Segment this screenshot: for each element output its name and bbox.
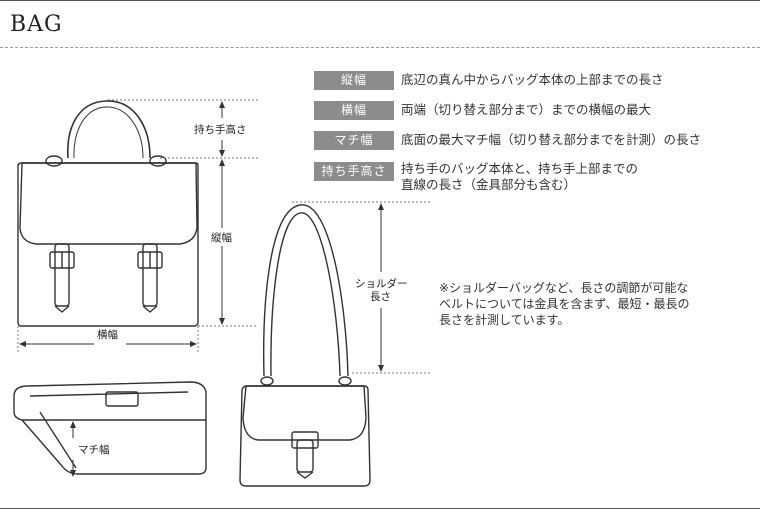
legend-desc: 底面の最大マチ幅（切り替え部分までを計測）の長さ bbox=[401, 132, 702, 147]
legend-tag: 縦幅 bbox=[314, 71, 394, 90]
bag-bottom-drawing bbox=[13, 381, 207, 475]
note-line: ベルトについては金具を含まず、最短・最長の bbox=[439, 297, 690, 311]
vertical-width-label: 縦幅 bbox=[211, 232, 232, 244]
legend-tag: 横幅 bbox=[314, 101, 394, 120]
bottom-border bbox=[0, 508, 760, 509]
handle-height-label: 持ち手高さ bbox=[194, 124, 247, 136]
shoulder-dimension-guides bbox=[292, 201, 432, 374]
shoulder-bag-drawing bbox=[239, 204, 371, 487]
title-divider bbox=[0, 47, 760, 48]
handbag-front-drawing bbox=[17, 100, 199, 327]
legend-tag: マチ幅 bbox=[314, 131, 394, 150]
note-line: ※ショルダーバッグなど、長さの調節が可能な bbox=[439, 281, 689, 295]
horizontal-width-label: 横幅 bbox=[97, 329, 118, 341]
gusset-width-label: マチ幅 bbox=[78, 444, 110, 456]
page-title: BAG bbox=[10, 12, 63, 37]
handbag-dimension-guides bbox=[17, 99, 258, 352]
shoulder-length-label-2: 長さ bbox=[370, 291, 391, 303]
measurement-note: ※ショルダーバッグなど、長さの調節が可能な ベルトについては金具を含まず、最短・… bbox=[439, 280, 690, 328]
note-line: 長さを計測しています。 bbox=[439, 313, 570, 327]
top-border bbox=[0, 0, 760, 1]
legend-tag: 持ち手高さ bbox=[314, 162, 394, 181]
legend-desc: 持ち手のバッグ本体と、持ち手上部までの bbox=[401, 161, 639, 176]
shoulder-length-label-1: ショルダー bbox=[355, 278, 408, 290]
legend-desc: 底辺の真ん中からバッグ本体の上部までの長さ bbox=[401, 72, 664, 87]
handbag-dimension-arrows bbox=[19, 101, 225, 347]
legend-desc: 直線の長さ（金具部分も含む） bbox=[401, 177, 577, 192]
legend-desc: 両端（切り替え部分まで）までの横幅の最大 bbox=[401, 102, 652, 117]
